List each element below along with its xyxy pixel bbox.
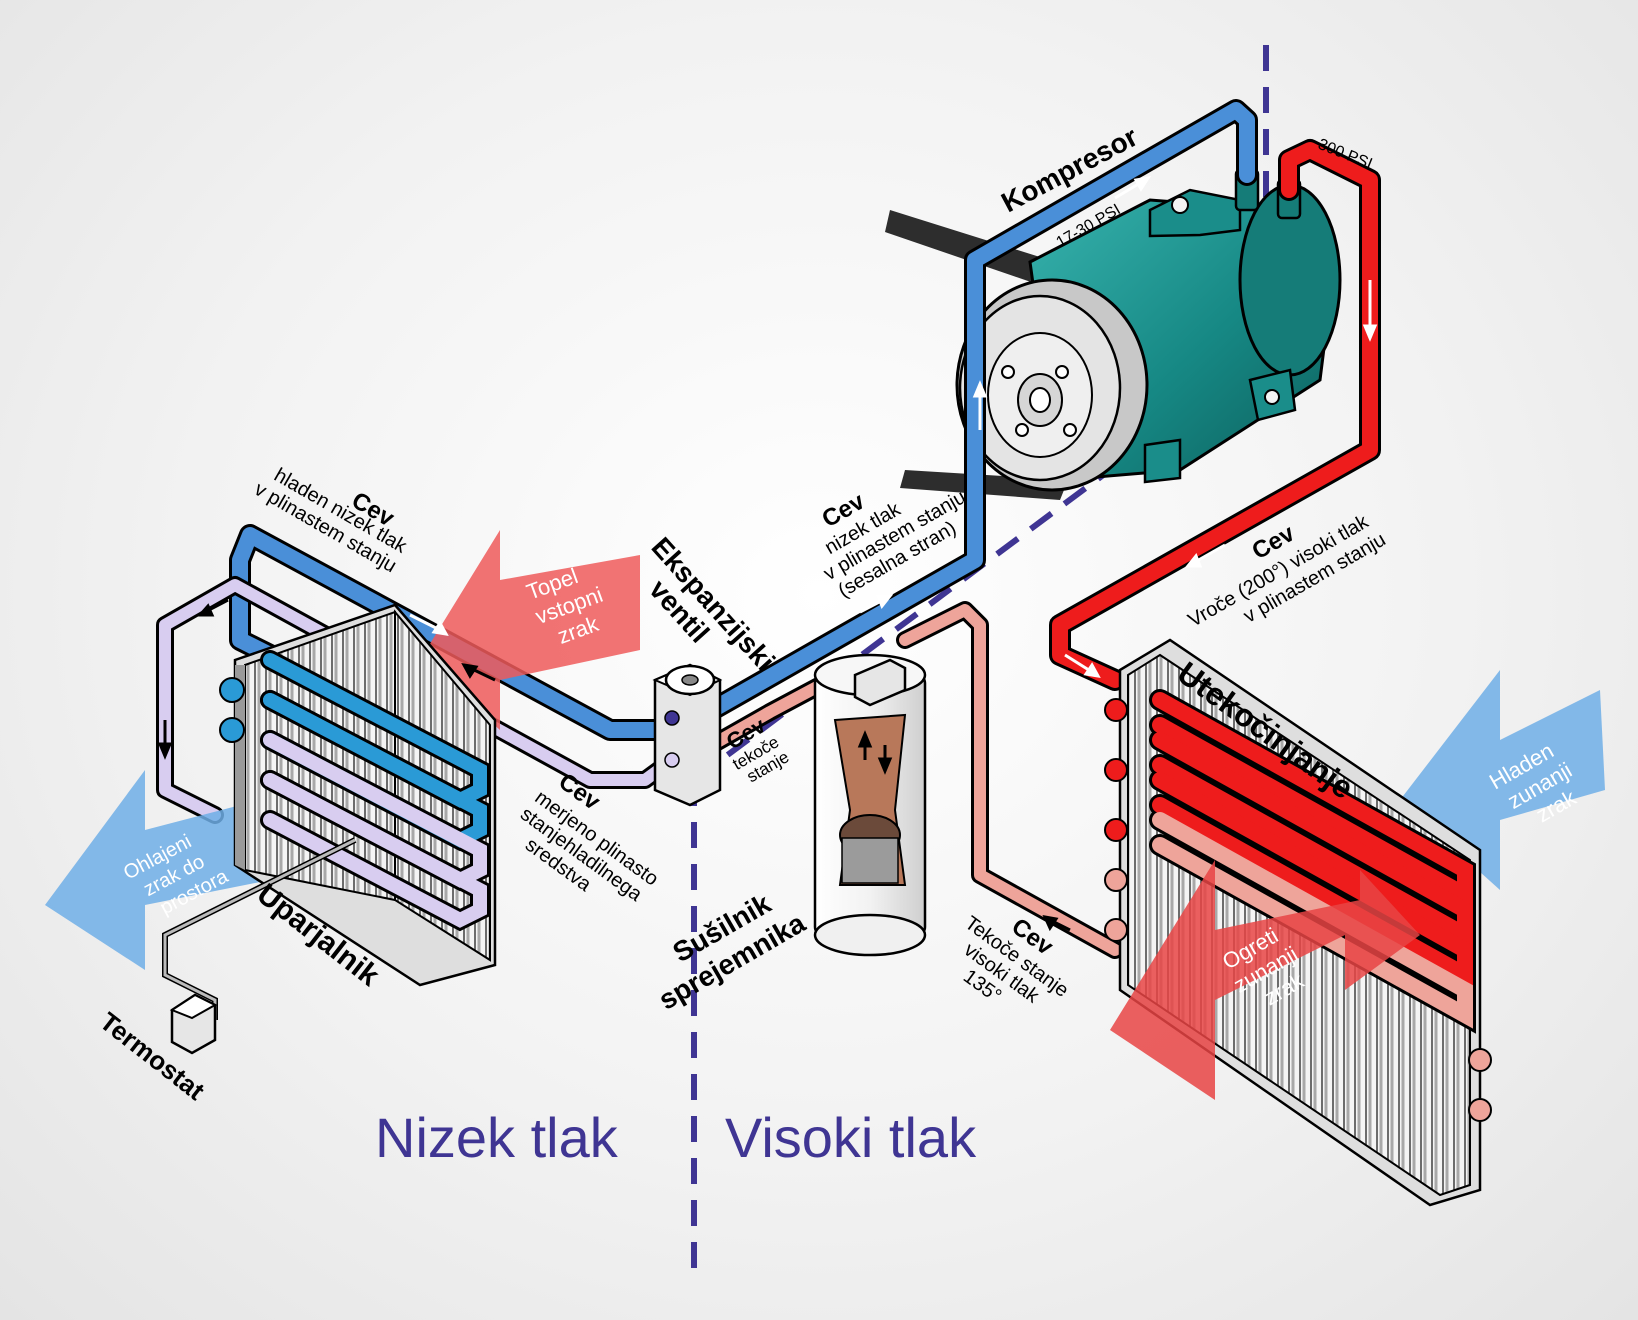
thermostat <box>162 837 357 1055</box>
dryer-label: Sušilnik sprejemnika <box>653 887 810 1015</box>
liquid-pipe-label: Cev Tekoče stanje visoki tlak 135° <box>959 912 1072 1008</box>
heated-air-arrow <box>1110 860 1420 1100</box>
suction-pipe <box>701 99 1258 721</box>
cooled-air-arrow <box>45 770 270 970</box>
metered-pipe <box>156 576 684 824</box>
evaporator <box>219 603 497 987</box>
receiver-dryer <box>813 653 927 957</box>
warm-air-label: Topel vstopni zrak <box>523 563 606 649</box>
flow-arrows-dark <box>157 598 1071 932</box>
expansion-valve <box>652 663 723 807</box>
low-pressure-zone-label: Nizek tlak <box>375 1106 619 1169</box>
high-pressure-zone-label: Visoki tlak <box>725 1106 977 1169</box>
liquid-short-pipe-label: Cev tekoče stanje <box>722 712 792 786</box>
compressor <box>955 168 1342 492</box>
metered-pipe-label: Cev merjeno plinasto stanjehladilnega sr… <box>516 768 662 906</box>
cold-low-pipe <box>229 524 666 741</box>
warm-air-arrow <box>420 530 640 730</box>
flow-arrows <box>409 175 1378 678</box>
liquid-pipe <box>703 601 1124 959</box>
